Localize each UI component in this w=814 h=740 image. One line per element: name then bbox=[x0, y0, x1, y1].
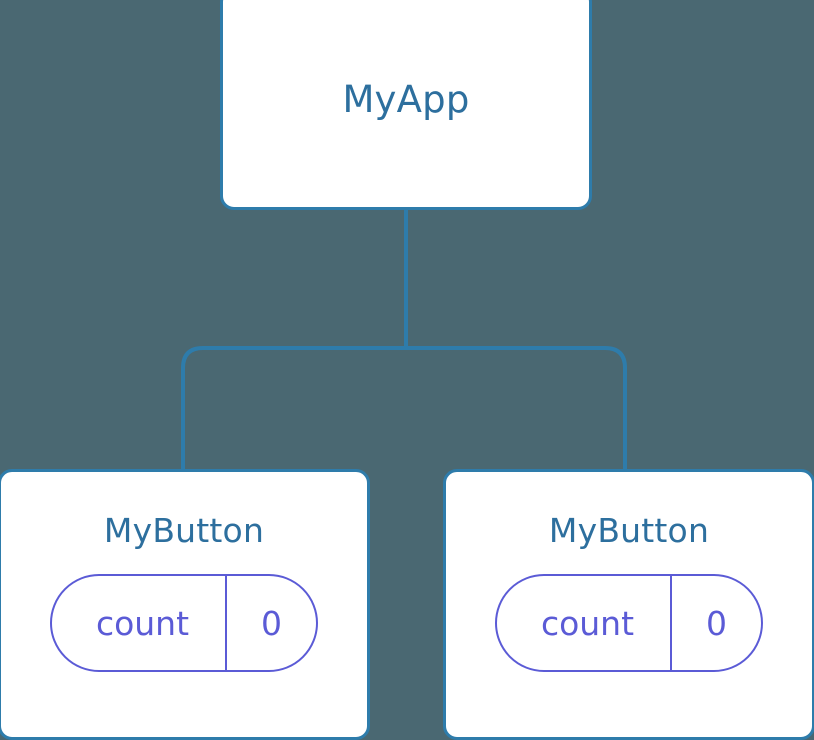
node-title: MyButton bbox=[548, 511, 710, 550]
state-pill[interactable]: count 0 bbox=[495, 574, 763, 672]
node-title: MyApp bbox=[342, 77, 470, 121]
connector-branch-right bbox=[406, 346, 627, 472]
state-pill[interactable]: count 0 bbox=[50, 574, 318, 672]
state-value: 0 bbox=[706, 603, 727, 643]
state-key: count bbox=[497, 576, 672, 670]
node-child-mybutton-2[interactable]: MyButton count 0 bbox=[443, 469, 814, 740]
state-key: count bbox=[52, 576, 227, 670]
connector-branch-left bbox=[181, 346, 406, 472]
node-child-mybutton-1[interactable]: MyButton count 0 bbox=[0, 469, 370, 740]
node-root-myapp[interactable]: MyApp bbox=[220, 0, 592, 210]
node-title: MyButton bbox=[103, 511, 265, 550]
state-value: 0 bbox=[261, 603, 282, 643]
